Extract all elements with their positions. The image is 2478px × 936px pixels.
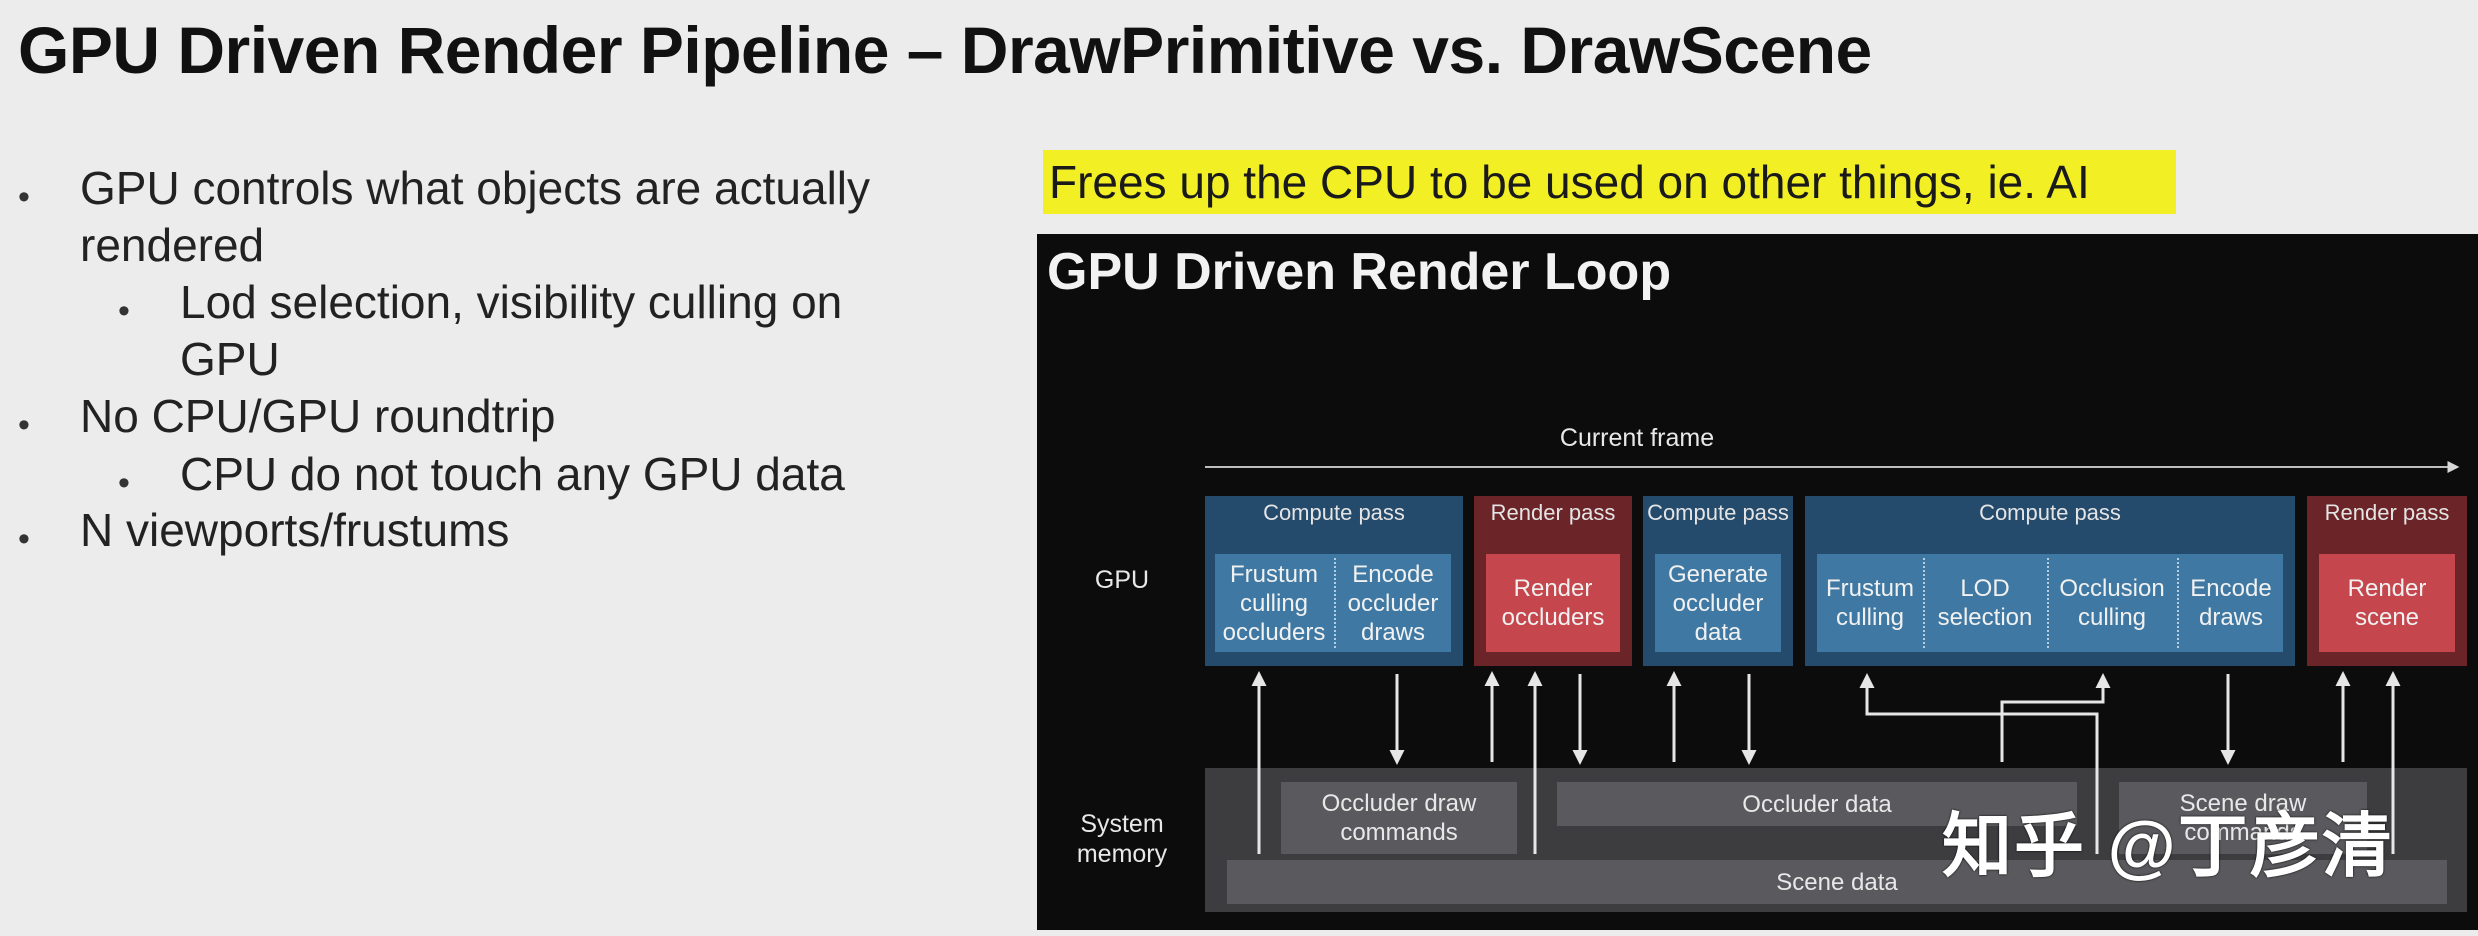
arrow-elbow: [1859, 673, 2099, 854]
render-loop-diagram: GPU Driven Render Loop Current frame GPU…: [1037, 234, 2478, 930]
bullet-dot: •: [118, 292, 130, 330]
bullet-dot: •: [18, 406, 30, 444]
pass-header: Render pass: [2324, 500, 2450, 525]
pass-header: Compute pass: [1647, 500, 1789, 525]
bullet-line: GPU controls what objects are actually: [80, 162, 871, 214]
bullet-line: GPU: [180, 333, 280, 385]
pass-header: Render pass: [1490, 500, 1616, 525]
bullet-line: N viewports/frustums: [80, 504, 510, 556]
memory-label-line1: System: [1080, 810, 1164, 838]
bullet-line: CPU do not touch any GPU data: [180, 448, 845, 500]
pass-body: [1655, 554, 1781, 652]
memory-label-line2: memory: [1076, 840, 1168, 868]
gpu-label: GPU: [1094, 566, 1150, 594]
zhihu-watermark: 知乎 @丁彦清: [1942, 807, 2394, 885]
step-divider: [1923, 558, 1925, 648]
occluder-data-buffer: Occluder data: [1557, 782, 2077, 826]
pass-body: [1486, 554, 1620, 652]
pass-body: [2319, 554, 2455, 652]
timeline-label: Current frame: [1559, 424, 1715, 452]
step-divider: [2047, 558, 2049, 648]
scene-data-buffer: Scene data: [1227, 860, 2447, 904]
pass-header: Compute pass: [1263, 500, 1405, 525]
diagram-title: GPU Driven Render Loop: [1047, 243, 1672, 301]
bullet-line: Lod selection, visibility culling on: [180, 276, 843, 328]
step-divider: [2177, 558, 2179, 648]
dataflow-arrows: [1251, 671, 2401, 854]
bullet-dot: •: [18, 520, 30, 558]
step-divider: [1334, 558, 1336, 648]
bullet-dot: •: [18, 178, 30, 216]
pass-header: Compute pass: [1979, 500, 2121, 525]
slide-title: GPU Driven Render Pipeline – DrawPrimiti…: [18, 13, 1872, 87]
arrow-elbow: [2000, 673, 2111, 762]
highlighted-note: Frees up the CPU to be used on other thi…: [1043, 150, 2176, 214]
arrows-layer: [1205, 461, 2460, 473]
bullet-line: rendered: [80, 219, 265, 271]
bullet-dot: •: [118, 464, 130, 502]
pass-body: [1817, 554, 2283, 652]
bullet-line: No CPU/GPU roundtrip: [80, 390, 556, 442]
pass-body: [1215, 554, 1451, 652]
